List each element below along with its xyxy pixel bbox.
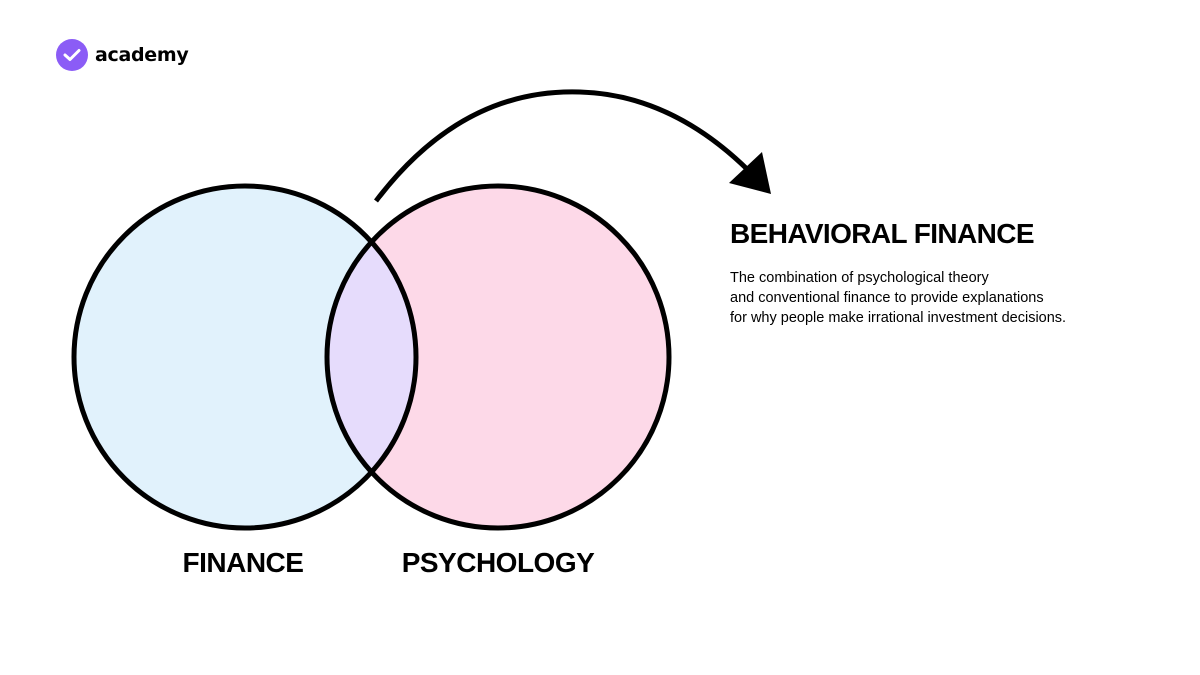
curved-arrow — [374, 89, 750, 203]
arrow-head-icon — [729, 152, 771, 194]
definition-title: BEHAVIORAL FINANCE — [730, 218, 1035, 249]
definition-description: The combination of psychological theory … — [730, 268, 1150, 328]
psychology-circle-fill — [327, 186, 669, 528]
finance-circle-fill — [74, 186, 416, 528]
description-line: The combination of psychological theory — [730, 270, 989, 286]
finance-circle — [71, 183, 419, 531]
check-badge-icon — [56, 39, 88, 71]
description-line: for why people make irrational investmen… — [730, 310, 1067, 326]
description-line: and conventional finance to provide expl… — [730, 290, 1044, 306]
academy-logo[interactable]: academy — [56, 38, 189, 72]
psychology-circle — [324, 183, 672, 531]
finance-label: FINANCE — [182, 547, 304, 578]
brand-name: academy — [95, 44, 189, 66]
psychology-label: PSYCHOLOGY — [401, 547, 595, 578]
